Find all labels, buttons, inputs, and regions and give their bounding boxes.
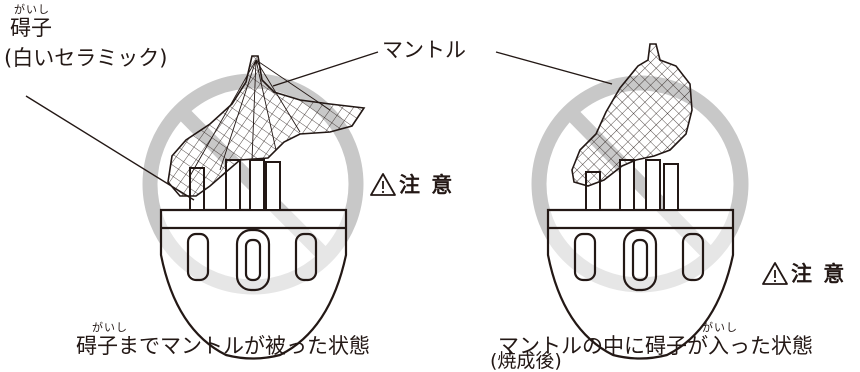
- right-caption-line1: マントルの中に碍子が入った状態: [498, 334, 813, 358]
- burner-base: [159, 208, 348, 360]
- mantle-leader-line-right: [495, 51, 613, 85]
- right-caption-ruby: がいし: [702, 321, 738, 334]
- left-lamp: [25, 51, 379, 360]
- caution-label-right: 注 意: [791, 262, 847, 286]
- insulator-label: 碍子: [10, 16, 52, 40]
- warning-triangle-icon: [370, 173, 396, 196]
- mantle-mesh: [167, 55, 366, 197]
- left-caption: 碍子までマントルが被った状態: [76, 334, 370, 358]
- right-caption-line2: (焼成後): [490, 350, 562, 372]
- mantle-mesh: [571, 43, 693, 187]
- insulator-ruby: がいし: [14, 3, 50, 16]
- warning-triangle-icon: [762, 262, 788, 285]
- mantle-label: マントル: [382, 38, 466, 62]
- mantle-leader-line-left: [272, 51, 379, 87]
- caution-label-left: 注 意: [399, 173, 455, 197]
- left-caption-ruby: がいし: [92, 321, 128, 334]
- insulator-leader-line: [25, 95, 195, 201]
- burner-base: [546, 208, 735, 360]
- insulator-note: (白いセラミック): [4, 46, 168, 70]
- right-lamp: [495, 43, 749, 360]
